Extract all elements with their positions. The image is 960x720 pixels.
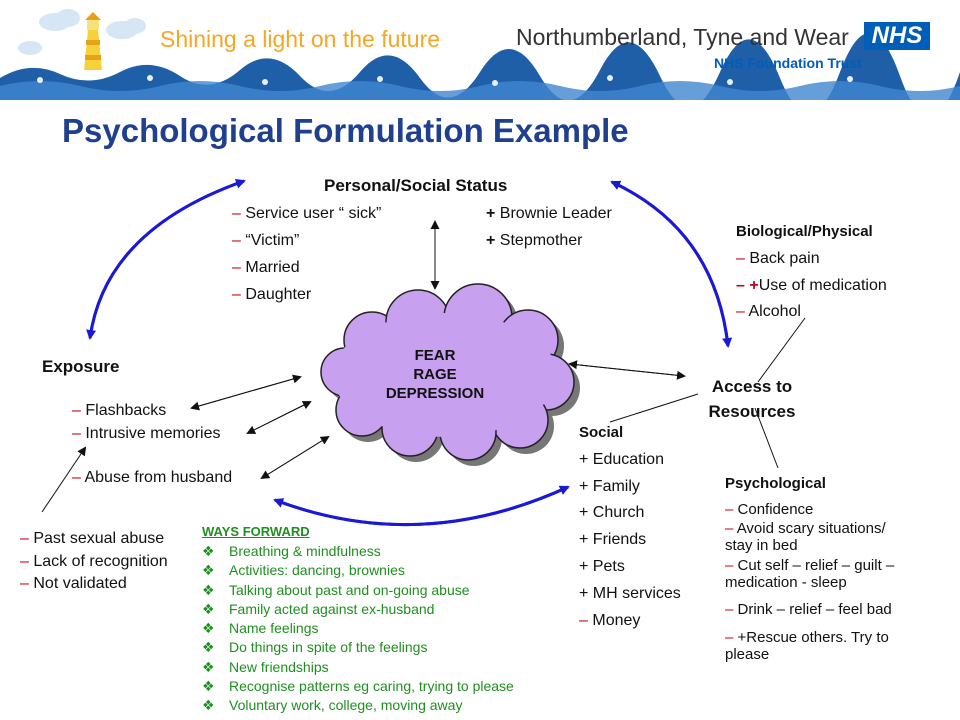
personal-left-item: – Daughter: [232, 286, 312, 303]
social-item: – Money: [579, 612, 641, 629]
diamond-bullet-icon: ❖: [202, 600, 215, 617]
personal-left-item: – “Victim”: [232, 232, 300, 249]
tagline: Shining a light on the future: [160, 26, 441, 52]
ways-forward-item: ❖Breathing & mindfulness: [202, 542, 514, 561]
diamond-bullet-icon: ❖: [202, 543, 215, 559]
biological-heading: Biological/Physical: [736, 223, 873, 240]
exposure-item: – Intrusive memories: [72, 425, 221, 442]
social-item: + Friends: [579, 531, 647, 548]
ways-forward-item: ❖Talking about past and on-going abuse: [202, 581, 514, 600]
page-title: Psychological Formulation Example: [62, 112, 629, 149]
diamond-bullet-icon: ❖: [202, 581, 215, 598]
ways-forward-item: ❖Activities: dancing, brownies: [202, 561, 514, 580]
org-name: Northumberland, Tyne and Wear: [516, 24, 849, 50]
social-item: + MH services: [579, 585, 681, 602]
arrow-personal-access: [611, 180, 733, 348]
biological-item: – Back pain: [736, 250, 820, 267]
arrow-abuse-core: [261, 435, 330, 479]
core-emotions: FEAR RAGE DEPRESSION: [350, 346, 520, 403]
social-item: + Pets: [579, 558, 625, 575]
exposure-heading: Exposure: [42, 357, 120, 376]
arrow-flashbacks-core: [191, 374, 302, 409]
social-heading: Social: [579, 424, 624, 441]
ways-forward-item: ❖Name feelings: [202, 619, 514, 638]
access-line1: Access to: [711, 377, 793, 396]
line-access-social: [609, 393, 699, 423]
social-item: + Education: [579, 451, 664, 468]
psychological-item: – Cut self – relief – guilt –medication …: [725, 557, 895, 591]
diamond-bullet-icon: ❖: [202, 658, 215, 675]
social-item: + Church: [579, 504, 645, 521]
ways-forward-heading: WAYS FORWARD: [202, 524, 310, 539]
personal-right-item: + Stepmother: [486, 232, 583, 249]
access-line2: Resources: [708, 402, 796, 421]
cloud-icon: [18, 9, 146, 55]
past-item: – Lack of recognition: [20, 553, 168, 570]
header-graphic: [0, 0, 960, 118]
past-item: – Past sexual abuse: [20, 530, 165, 547]
psychological-item: – Confidence: [725, 501, 814, 518]
psychological-heading: Psychological: [725, 475, 826, 492]
access-resources-label: Access to Resources: [690, 374, 814, 424]
ways-forward-item: ❖New friendships: [202, 658, 514, 677]
ways-forward-item: ❖Family acted against ex-husband: [202, 600, 514, 619]
ways-forward-item: ❖Do things in spite of the feelings: [202, 638, 514, 657]
exposure-item: – Abuse from husband: [72, 469, 233, 486]
psychological-item: – Avoid scary situations/stay in bed: [725, 520, 886, 554]
diamond-bullet-icon: ❖: [202, 639, 215, 656]
core-line-depression: DEPRESSION: [385, 385, 485, 402]
biological-item: – Alcohol: [736, 303, 801, 320]
diamond-bullet-icon: ❖: [202, 697, 215, 714]
biological-item: – +Use of medication: [736, 277, 887, 294]
arrow-core-access: [569, 363, 686, 380]
psychological-item: – Drink – relief – feel bad: [725, 601, 892, 618]
personal-right-item: + Brownie Leader: [486, 205, 612, 222]
core-line-fear: FEAR: [414, 347, 456, 364]
past-item: – Not validated: [20, 575, 127, 592]
nhs-badge: NHS: [864, 22, 930, 50]
exposure-item: – Flashbacks: [72, 402, 167, 419]
arrow-exposure-social: [274, 485, 570, 527]
header-banner: Shining a light on the future Northumber…: [0, 0, 960, 118]
diamond-bullet-icon: ❖: [202, 678, 215, 695]
social-item: + Family: [579, 478, 640, 495]
arrow-personal-exposure: [86, 179, 245, 340]
arrow-intrusive-core: [247, 401, 312, 434]
trust-name: NHS Foundation Trust: [714, 55, 862, 71]
ways-forward-item: ❖Voluntary work, college, moving away: [202, 696, 514, 715]
ways-forward-item: ❖Recognise patterns eg caring, trying to…: [202, 677, 514, 696]
personal-left-item: – Service user “ sick”: [232, 205, 382, 222]
diamond-bullet-icon: ❖: [202, 620, 215, 637]
line-biological-access: [757, 317, 806, 383]
diamond-bullet-icon: ❖: [202, 562, 215, 579]
core-line-rage: RAGE: [413, 366, 457, 383]
lighthouse-icon: [84, 12, 102, 70]
personal-social-heading: Personal/Social Status: [324, 176, 508, 195]
personal-left-item: – Married: [232, 259, 300, 276]
ways-forward: WAYS FORWARD ❖Breathing & mindfulness ❖A…: [202, 524, 514, 716]
